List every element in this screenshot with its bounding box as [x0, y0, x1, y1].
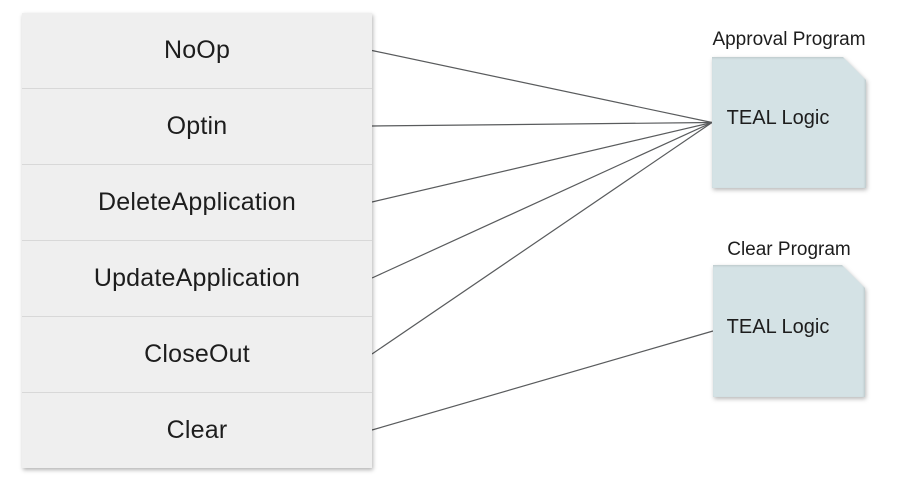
- op-row-optin: Optin: [22, 88, 372, 164]
- op-label-updateapplication: UpdateApplication: [93, 264, 301, 292]
- clear-document-shape: TEAL Logic: [713, 265, 865, 397]
- approval-teal-logic-text: TEAL Logic: [726, 107, 830, 129]
- op-row-clear: Clear: [22, 392, 372, 468]
- op-row-deleteapplication: DeleteApplication: [22, 164, 372, 240]
- op-label-closeout: CloseOut: [144, 340, 250, 368]
- clear-program-document: TEAL Logic: [713, 265, 865, 397]
- op-label-optin: Optin: [166, 112, 228, 140]
- op-row-updateapplication: UpdateApplication: [22, 240, 372, 316]
- operations-list: NoOp Optin DeleteApplication UpdateAppli…: [22, 13, 372, 468]
- op-row-closeout: CloseOut: [22, 316, 372, 392]
- approval-program-document: TEAL Logic: [712, 57, 866, 188]
- approval-program-label: Approval Program: [712, 29, 866, 50]
- op-label-noop: NoOp: [163, 36, 231, 64]
- op-label-clear: Clear: [166, 416, 228, 444]
- op-row-noop: NoOp: [22, 13, 372, 88]
- op-label-deleteapplication: DeleteApplication: [98, 188, 296, 216]
- clear-teal-logic-text: TEAL Logic: [726, 315, 830, 338]
- approval-document-shape: TEAL Logic: [712, 57, 866, 188]
- clear-program-label: Clear Program: [727, 239, 851, 260]
